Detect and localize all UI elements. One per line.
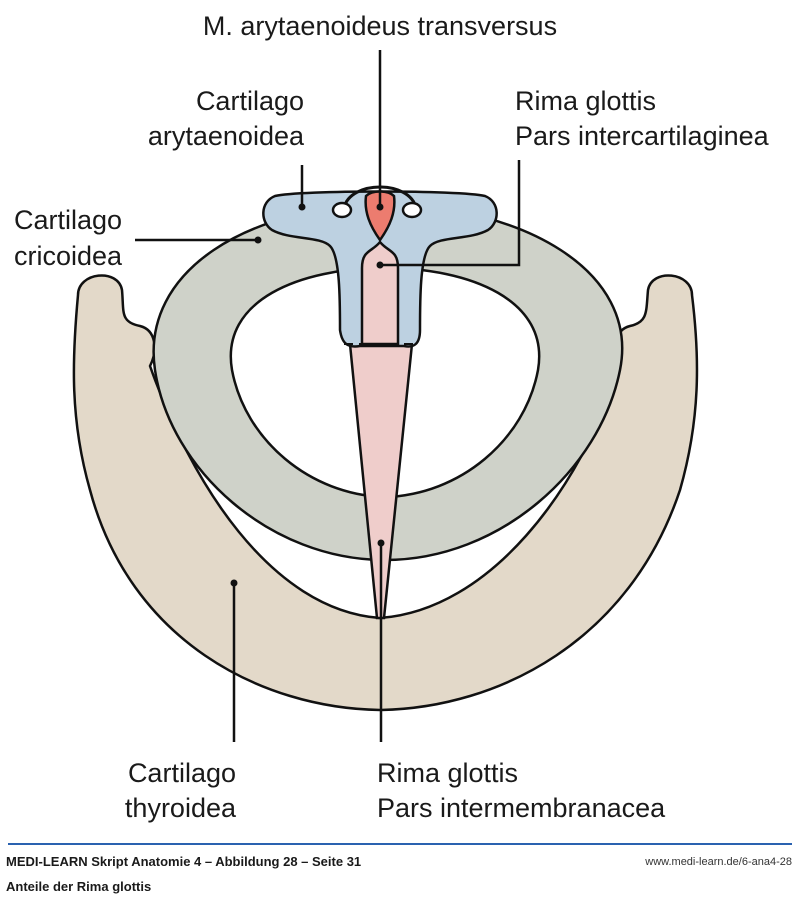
rima-intercartilaginea — [360, 240, 400, 346]
label-cart-aryt-line1: Cartilago — [196, 86, 304, 116]
label-rima-memb-line1: Rima glottis — [377, 758, 518, 788]
pointer-dot — [298, 203, 306, 211]
label-cart-aryt-line2: arytaenoidea — [148, 121, 305, 151]
pointer-dot — [254, 236, 262, 244]
footer-title: MEDI-LEARN Skript Anatomie 4 – Abbildung… — [6, 854, 362, 869]
pointer-dot — [376, 203, 384, 211]
label-cart-cric-line2: cricoidea — [14, 241, 123, 271]
label-cart-cric-line1: Cartilago — [14, 205, 122, 235]
pointer-dot — [377, 539, 385, 547]
label-rima-inter-line2: Pars intercartilaginea — [515, 121, 770, 151]
label-rima-inter-line1: Rima glottis — [515, 86, 656, 116]
footer-divider — [8, 843, 792, 845]
leader-rima-inter — [380, 160, 521, 267]
pointer-dot — [230, 579, 238, 587]
thyroid-cartilage — [72, 274, 699, 712]
larynx-diagram: M. arytaenoideus transversus Cartilago a… — [14, 11, 770, 823]
label-rima-memb-line2: Pars intermembranacea — [377, 793, 666, 823]
footer-url[interactable]: www.medi-learn.de/6-ana4-28 — [645, 856, 792, 868]
pointer-dot — [376, 261, 384, 269]
label-cart-thyr-line1: Cartilago — [128, 758, 236, 788]
muscle-attachment-right — [401, 201, 423, 219]
figure-caption: Anteile der Rima glottis — [6, 879, 152, 894]
label-m-arytaenoideus: M. arytaenoideus transversus — [203, 11, 557, 41]
muscle-attachment-left — [331, 201, 353, 219]
label-cart-thyr-line2: thyroidea — [125, 793, 237, 823]
